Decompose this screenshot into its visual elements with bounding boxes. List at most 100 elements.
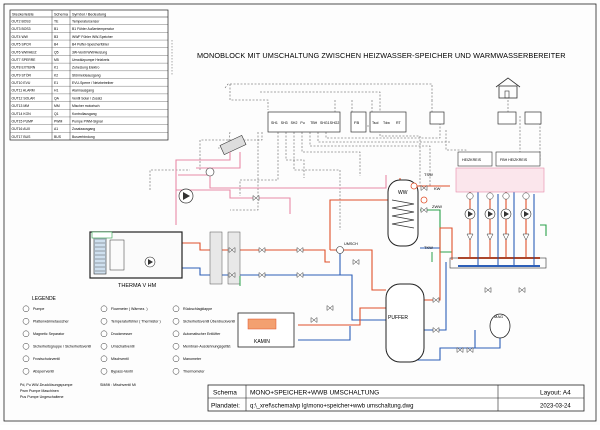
shutoff-valve-icon — [310, 316, 318, 324]
thermometer-icon — [486, 192, 494, 200]
legend-table-cell: B1 — [54, 27, 58, 31]
legend-item: Flowmeter ( Wärmez. ) — [111, 307, 148, 311]
shutoff-valve-icon — [258, 246, 266, 254]
shutoff-valve-icon — [432, 296, 440, 304]
shutoff-valve-icon — [352, 258, 360, 266]
title-block-plan-label: Plandatei: — [211, 403, 240, 410]
ww-tank: WW — [387, 179, 419, 247]
heating-circuit-boxes: HEIZKREIS FBH HEIZKREIS — [449, 151, 547, 269]
legend-table-cell: BUS — [54, 135, 62, 139]
legend-table-cell: QA — [54, 96, 60, 100]
legend-table-cell: OUT13 MM — [12, 104, 30, 108]
legend-symbol-icon — [22, 305, 30, 313]
legend-symbol-icon — [172, 305, 180, 313]
circuit-pumps — [464, 192, 532, 241]
ctrl-tdw: Tdw — [383, 121, 390, 125]
shutoff-valve-icon — [466, 346, 474, 354]
legend-symbol-icon — [100, 318, 108, 325]
legend-table-cell: A1 — [54, 127, 58, 131]
title-block-schema-value: MONO+SPEICHER+WWB UMSCHALTUNG — [250, 390, 379, 397]
legend-table-cell: M5 — [54, 58, 59, 62]
controller-terminal-label: SHG2 — [330, 121, 340, 125]
legend-table-cell: OUT2 BOS3 — [12, 20, 31, 24]
legend-table-cell: OUT16 AUX — [12, 127, 31, 131]
legend-symbol-icon — [100, 355, 108, 363]
ctrl-fb: FB — [354, 120, 359, 125]
legend-symbol-icon — [22, 355, 30, 363]
legend-item: Pumpe — [33, 307, 44, 311]
legend-table-cell: H1 — [54, 89, 58, 93]
diverter-valve-icon — [336, 246, 344, 254]
puffer-label: PUFFER — [388, 315, 408, 321]
shutoff-valve-icon — [456, 346, 464, 354]
controller-terminal-label: TBH — [310, 121, 317, 125]
legend-item: Plattenwärmetauscher — [33, 320, 70, 324]
legend-table-cell: OUT8 EXTERN — [12, 66, 36, 70]
ctrl-rt: RT — [396, 121, 402, 125]
legend-table-cell: B4 Puffer-Speicherfühler — [72, 43, 110, 47]
heizkreis-label: HEIZKREIS — [462, 158, 482, 162]
legend-table-cell: E1 — [54, 81, 58, 85]
legend-table-cell: OUT9 STÖR — [12, 73, 32, 77]
legend-note-2: Pwm Pumpe Maschinen — [20, 389, 59, 393]
solar-pump — [178, 188, 194, 204]
valves — [228, 182, 526, 354]
legend-table-cell: OUT5 SPCR — [12, 43, 32, 47]
shutoff-valve-icon — [252, 194, 260, 202]
mag-label: MAG — [494, 314, 503, 319]
legend-item: Manometer — [183, 357, 202, 361]
legend-note-mix: SM/Mi : Mischventil Mi — [100, 383, 136, 387]
tkw-label: TKW — [424, 245, 433, 250]
legend-item: Druckmesser — [111, 332, 133, 336]
legend-header-2: Schema — [54, 13, 69, 17]
shutoff-valve-icon — [228, 246, 236, 254]
legend-table-cell: PWM — [54, 119, 62, 123]
legend-symbol-icon — [22, 318, 30, 325]
diagram-title: MONOBLOCK MIT UMSCHALTUNG ZWISCHEN HEIZW… — [197, 51, 566, 60]
legend-table-cell: B1 Fühler Außentemperatur — [72, 27, 115, 31]
legend-table-cell: OUT11 ALARM — [12, 89, 35, 93]
legend-symbol-icon — [172, 330, 180, 338]
legend-table-cell: Temperatursensor — [72, 20, 100, 24]
legend-symbol-icon — [100, 305, 108, 313]
legend-item: Frostschutzventil — [33, 357, 60, 361]
title-block-date: 2023-03-24 — [540, 404, 571, 410]
legend-note-1: Pd, Pu WW-Drucklösungspumpe — [20, 383, 72, 387]
shutoff-valve-icon — [432, 326, 440, 334]
sensor-icon — [420, 196, 428, 204]
legend-table-cell: Zusatzausgang — [72, 127, 95, 131]
legend-table-cell: OUT17 BUS — [12, 135, 32, 139]
legend-table-cell: Pumpe PWM-Signal — [72, 119, 103, 123]
drawing-border — [3, 3, 597, 422]
legend-table: Steckerleiste Schema Symbol / Bedeutung … — [9, 9, 169, 141]
legend-item: Magnetic Separator — [33, 332, 65, 336]
shutoff-valve-icon — [296, 271, 304, 279]
legend-table-cell: OUT10 EVU — [12, 81, 31, 85]
bottom-legend: LEGENDE PumpePlattenwärmetauscherMagneti… — [20, 296, 235, 399]
legend-symbol-icon — [100, 330, 108, 338]
legend-item: Temperaturfühler ( Thermistor ) — [111, 320, 161, 324]
house-icon — [495, 77, 521, 99]
legend-table-cell: Störmeldeausgang — [72, 73, 101, 77]
valve-icon — [522, 233, 530, 241]
legend-table-cell: Zuheizung Elektro — [72, 66, 99, 70]
therma-label: THERMA V HM — [118, 283, 157, 289]
legend-item: Thermometer — [183, 370, 205, 374]
title-block-plan-value: q:\_xref\schemalvp lg\mono+speicher+wwb … — [250, 404, 413, 410]
zww-label: ZWW — [432, 204, 442, 209]
controller-terminal-label: SHG1 — [320, 121, 330, 125]
legend-table-cell: OUT7 SPERRE — [12, 58, 37, 62]
valve-icon — [502, 233, 510, 241]
sensor-icon — [410, 182, 418, 190]
legend-symbol-icon — [22, 343, 30, 350]
valve-icon — [466, 233, 474, 241]
umsch-label: UMSCH — [344, 242, 358, 246]
title-block-layout: Layout: A4 — [540, 390, 571, 397]
solar-collector-icon — [219, 134, 247, 156]
shutoff-valve-icon — [258, 271, 266, 279]
legend-header-1: Steckerleiste — [12, 13, 34, 17]
legend-item: Absperrventil — [33, 370, 54, 374]
legend-item: Mischventil — [111, 357, 129, 361]
